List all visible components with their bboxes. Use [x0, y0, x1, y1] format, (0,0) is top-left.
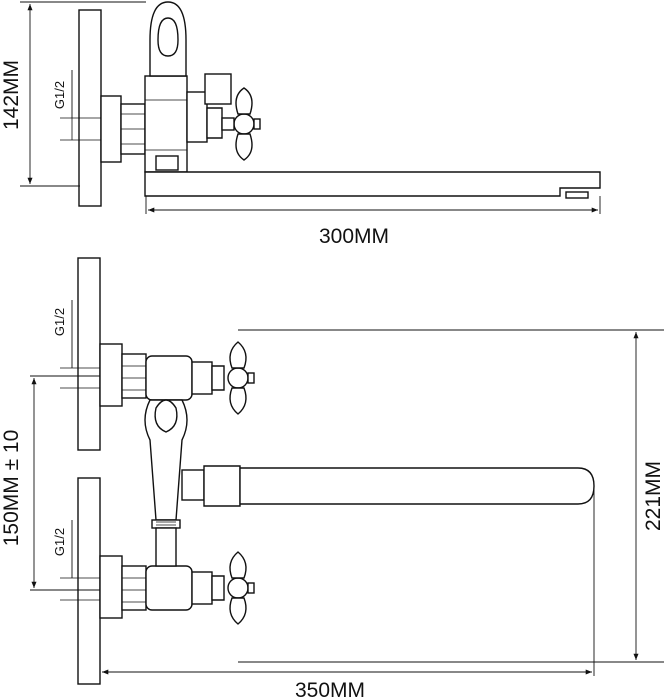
bottom-front-view: 150MM ± 10 G1/2 G1/2 221MM 350MM — [0, 257, 665, 700]
lower-valve-body — [145, 565, 193, 611]
bottom-spacing-label: 150MM ± 10 — [0, 430, 23, 547]
top-height-dimension: 142MM — [0, 1, 146, 187]
spout — [144, 171, 601, 197]
wall-hatch — [78, 9, 102, 207]
wall-hatch-upper — [77, 257, 101, 451]
cross-handle-icon — [221, 87, 261, 161]
upper-valve-body — [145, 355, 193, 401]
top-thread-callout: G1/2 — [52, 70, 73, 118]
wall-hatch-lower — [77, 477, 101, 685]
top-side-view: 142MM G1/2 300MM — [0, 1, 601, 248]
bottom-height-dimension: 221MM — [238, 329, 665, 663]
thread-label-lower: G1/2 — [52, 528, 67, 556]
bottom-length-label: 350MM — [295, 679, 365, 700]
front-spout — [239, 467, 595, 505]
bottom-spacing-dimension: 150MM ± 10 — [0, 375, 100, 591]
top-length-label: 300MM — [319, 225, 389, 248]
top-length-dimension: 300MM — [145, 196, 601, 248]
upper-cross-handle-icon — [227, 341, 255, 415]
wall-flange — [100, 95, 122, 163]
thread-label-top: G1/2 — [52, 81, 67, 109]
bottom-height-label: 221MM — [642, 461, 665, 531]
top-height-label: 142MM — [0, 60, 23, 130]
thread-label-upper: G1/2 — [52, 308, 67, 336]
bottom-upper-thread-callout: G1/2 — [52, 300, 73, 368]
bottom-lower-thread-callout: G1/2 — [52, 520, 73, 578]
lower-cross-handle-icon — [227, 551, 255, 625]
bottom-length-dimension: 350MM — [102, 486, 595, 700]
